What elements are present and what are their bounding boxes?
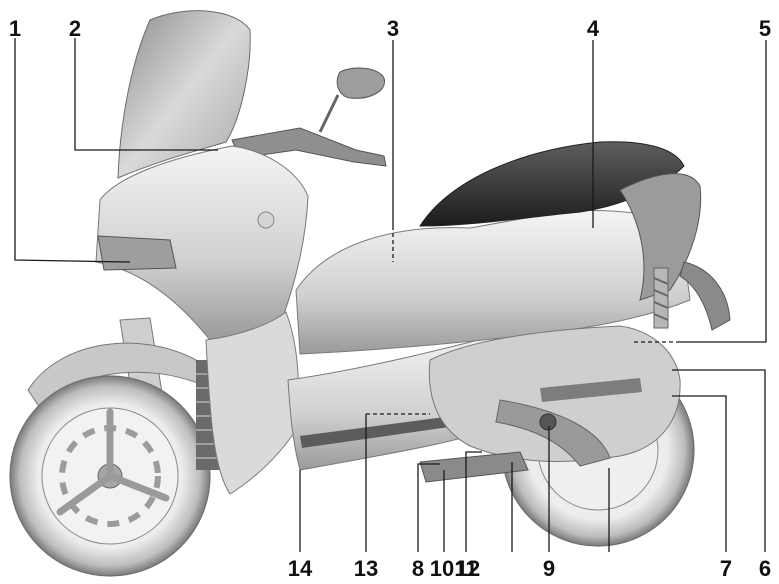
callout-7: 7 xyxy=(720,556,732,581)
fairing-emblem xyxy=(257,211,275,229)
seat xyxy=(419,141,685,227)
engine-fins xyxy=(540,378,642,402)
center-stand xyxy=(419,451,529,483)
leader-2 xyxy=(74,38,218,151)
callout-numbers: 1 2 3 4 5 6 7 9 13 14 8 10 11 12 xyxy=(9,16,771,581)
leg-shield xyxy=(205,311,299,495)
windshield xyxy=(117,10,251,179)
leader-8 xyxy=(417,463,440,552)
floor-stripe xyxy=(300,414,470,448)
callout-14: 14 xyxy=(288,556,313,581)
callout-8: 8 xyxy=(412,556,424,581)
rear-shock xyxy=(653,267,669,329)
callout-4: 4 xyxy=(587,16,600,41)
rear-fender xyxy=(679,261,731,331)
callout-2: 2 xyxy=(69,16,81,41)
leader-7 xyxy=(672,395,727,552)
callout-3: 3 xyxy=(387,16,399,41)
side-body xyxy=(295,209,691,355)
callout-13: 13 xyxy=(354,556,378,581)
callout-6: 6 xyxy=(759,556,771,581)
front-wheel xyxy=(9,375,211,577)
leader-6 xyxy=(672,369,766,552)
mirror-stem xyxy=(318,94,340,133)
front-fairing xyxy=(95,145,309,341)
leader-1 xyxy=(14,38,131,263)
callout-1: 1 xyxy=(9,16,21,41)
leader-lines xyxy=(14,38,767,552)
engine-plug xyxy=(539,413,557,431)
callout-12: 12 xyxy=(456,556,480,581)
mirror xyxy=(336,67,385,99)
leader-12 xyxy=(465,451,482,552)
swingarm xyxy=(495,399,611,467)
callout-9: 9 xyxy=(543,556,555,581)
callout-11: 11 xyxy=(454,556,477,581)
leader-5a xyxy=(680,40,767,343)
callout-5: 5 xyxy=(759,16,771,41)
callout-10: 10 xyxy=(430,556,454,581)
headlight xyxy=(97,235,177,271)
rear-tail xyxy=(619,173,702,301)
